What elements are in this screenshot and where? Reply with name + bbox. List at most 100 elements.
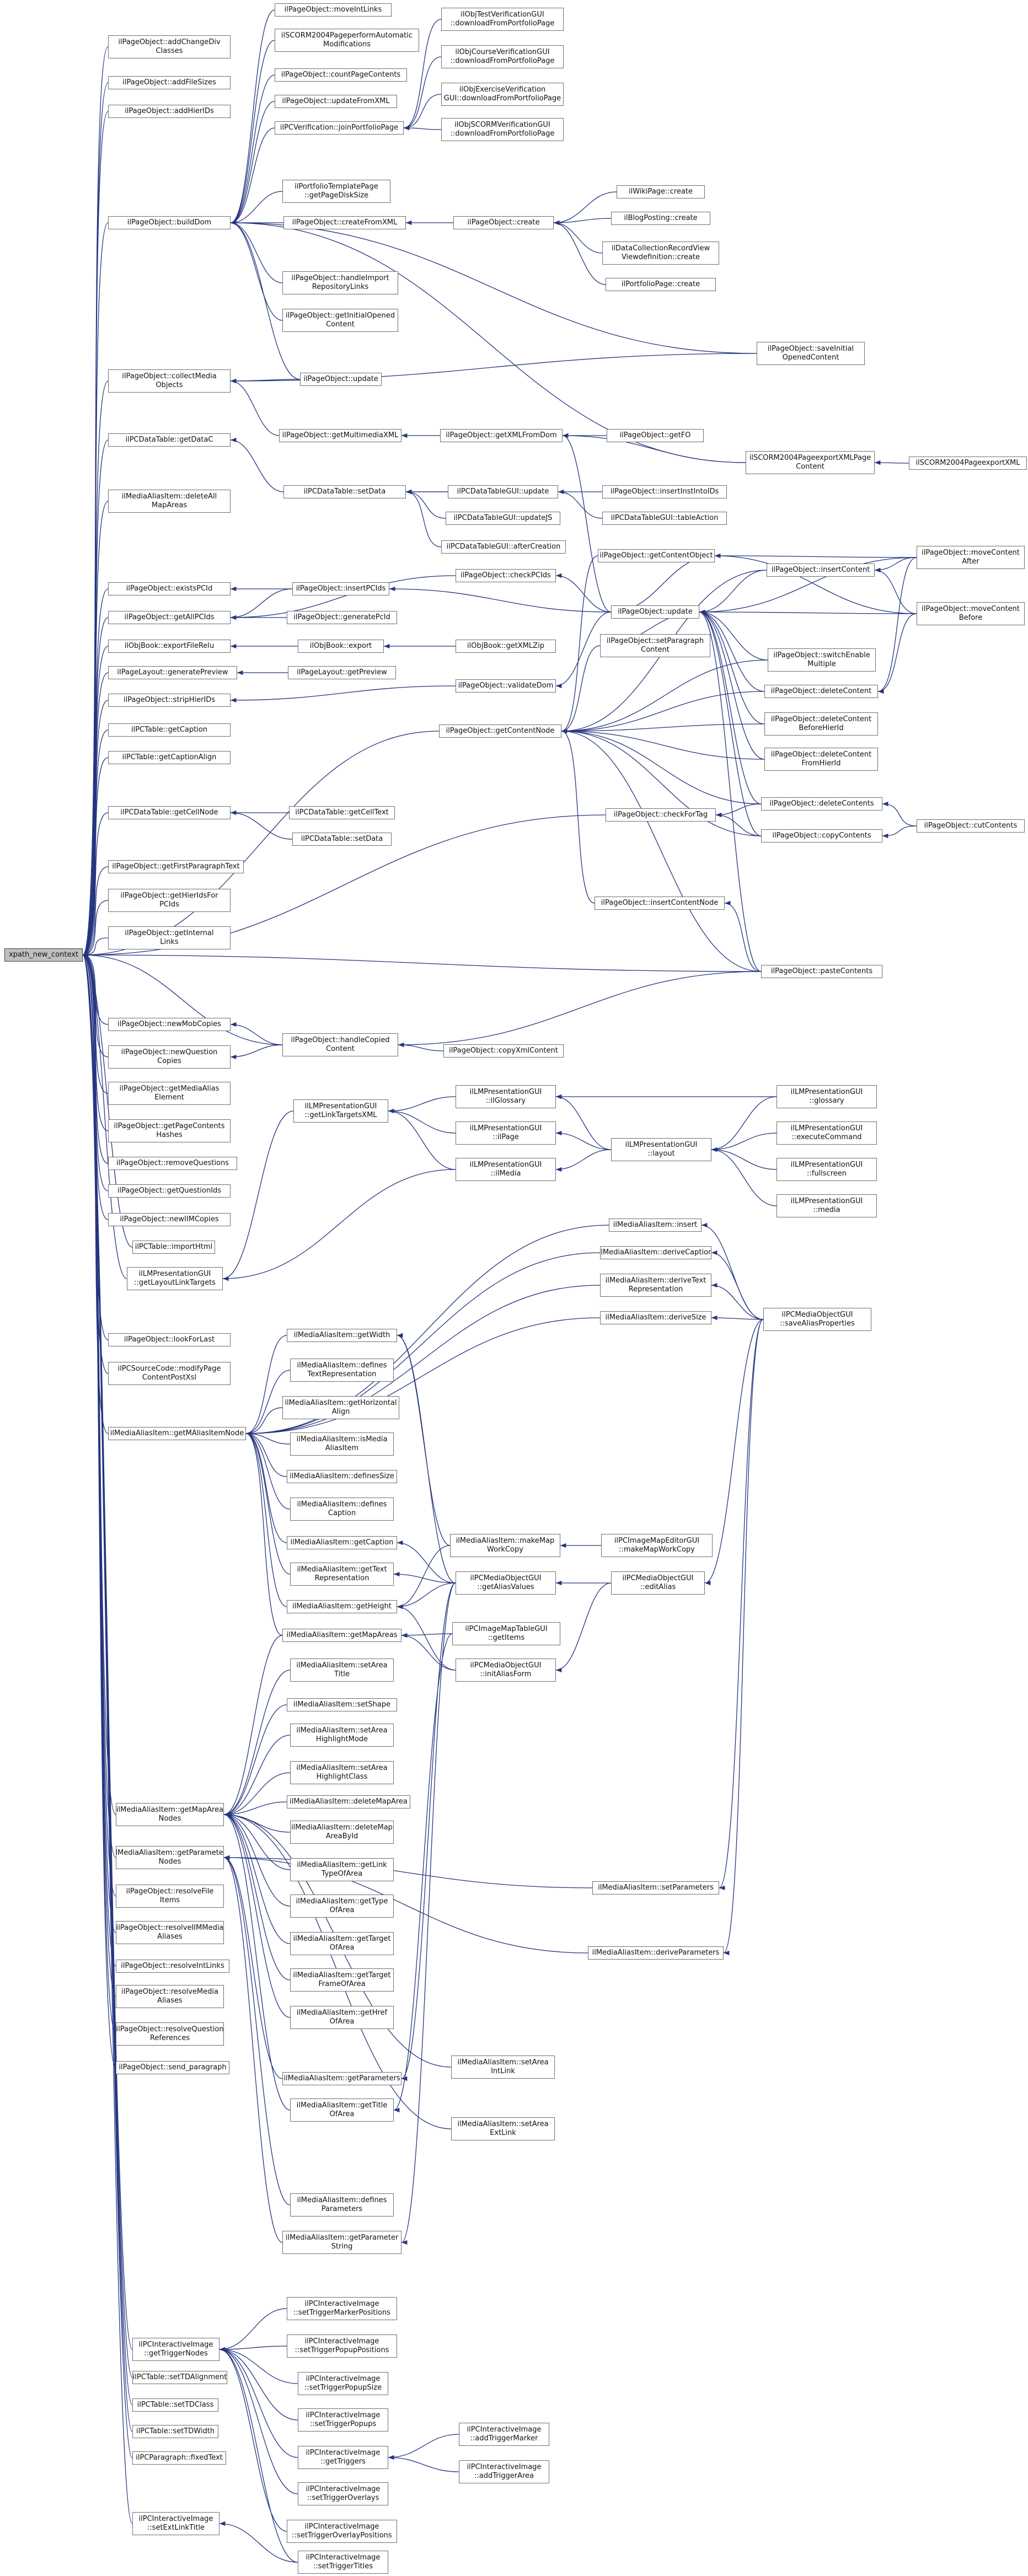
call-edge <box>397 1604 456 1671</box>
call-edge <box>561 723 765 734</box>
call-edge <box>711 1250 764 1320</box>
call-edge <box>219 2347 298 2563</box>
call-edge <box>699 609 762 836</box>
graph-node: ilMediaAliasItem::getText Representation <box>290 1563 394 1586</box>
call-edge <box>704 1319 764 1586</box>
call-edge <box>223 1772 291 1817</box>
graph-node: ilPageLayout::getPreview <box>288 666 396 679</box>
call-edge <box>219 2347 298 2458</box>
graph-node: ilPCInteractiveImage ::setTriggerPopups <box>298 2408 388 2432</box>
call-edge <box>82 812 109 958</box>
call-edge <box>230 191 283 226</box>
call-edge <box>555 611 612 689</box>
call-edge <box>388 1108 456 1134</box>
call-edge <box>558 489 603 519</box>
graph-node: ilPortfolioPage::create <box>606 278 716 291</box>
call-edge <box>699 609 765 760</box>
graph-node: ilPageObject::existsPCId <box>108 582 231 595</box>
graph-node: ilLMPresentationGUI ::getLinkTargetsXML <box>293 1099 388 1123</box>
graph-node: ilPageObject::insertPCIds <box>292 582 389 595</box>
graph-node: ilPageObject::resolveFile Items <box>116 1885 224 1908</box>
graph-node: ilObjBook::getXMLZip <box>456 640 556 653</box>
graph-node: ilPageObject::switchEnable Multiple <box>768 648 876 672</box>
call-edge <box>230 588 293 620</box>
graph-node: ilMediaAliasItem::getMapArea Nodes <box>116 1803 224 1826</box>
call-edge <box>398 1042 444 1051</box>
graph-node: ilObjTestVerificationGUI ::downloadFromP… <box>441 8 564 31</box>
graph-node: ilMediaAliasItem::getHeight <box>287 1600 397 1613</box>
graph-node: ilPCInteractiveImage ::addTriggerArea <box>459 2460 549 2483</box>
graph-node: ilPCDataTable::getCellText <box>289 806 395 819</box>
call-edge <box>882 801 917 827</box>
call-edge <box>393 1633 453 2112</box>
call-edge <box>874 567 917 614</box>
call-edge <box>561 728 762 836</box>
call-edge <box>223 1735 291 1817</box>
graph-node: ilPCImageMapTableGUI ::getItems <box>452 1622 560 1645</box>
graph-node: ilPCInteractiveImage ::setTriggerOverlay… <box>287 2520 397 2543</box>
graph-node: ilMediaAliasItem::isMedia AliasItem <box>290 1432 394 1456</box>
call-edge <box>230 685 456 703</box>
call-edge <box>223 1812 291 2018</box>
call-edge <box>555 1582 612 1673</box>
graph-node: ilLMPresentationGUI ::fullscreen <box>777 1158 877 1181</box>
call-edge <box>245 1431 287 1477</box>
call-edge <box>82 757 109 958</box>
graph-node: ilPageObject::countPageContents <box>275 68 407 82</box>
call-edge <box>699 609 762 804</box>
call-edge <box>398 971 762 1048</box>
graph-node: ilPageObject::resolveIntLinks <box>116 1960 229 1973</box>
call-edge <box>245 1431 291 1445</box>
call-edge <box>245 1225 609 1436</box>
graph-node: ilMediaAliasItem::defines TextRepresenta… <box>290 1359 394 1382</box>
call-edge <box>561 645 601 734</box>
graph-node: ilMediaAliasItem::setShape <box>287 1698 397 1711</box>
graph-node: ilPCTable::importHtml <box>132 1241 215 1254</box>
graph-node: ilPageObject::copyContents <box>761 829 882 842</box>
graph-node: ilMediaAliasItem::getCaption <box>287 1536 397 1549</box>
graph-node: ilPageLayout::generatePreview <box>108 666 237 679</box>
call-edge <box>715 812 762 836</box>
graph-node: ilPCTable::getCaption <box>108 723 231 737</box>
call-edge <box>401 1633 456 1671</box>
graph-node: ilMediaAliasItem::getParameter String <box>282 2231 401 2254</box>
graph-node: ilPCMediaObjectGUI ::editAlias <box>611 1571 705 1595</box>
graph-node: ilSCORM2004PageexportXMLPage Content <box>746 451 875 474</box>
graph-node: ilDataCollectionRecordView Viewdefinitio… <box>602 242 719 265</box>
call-edge <box>711 1315 764 1321</box>
call-edge <box>711 1147 777 1206</box>
call-edge <box>562 433 746 463</box>
graph-node: ilPageObject::saveInitial OpenedContent <box>757 342 865 365</box>
call-edge <box>401 1633 453 1638</box>
call-edge <box>388 2455 459 2472</box>
call-edge <box>719 1319 764 1890</box>
call-edge <box>82 900 109 958</box>
root-node: xpath_new_context <box>4 948 83 962</box>
graph-node: ilMediaAliasItem::defines Parameters <box>290 2193 394 2217</box>
graph-node: ilMediaAliasItem::definesSize <box>287 1470 397 1483</box>
call-edge <box>877 613 917 694</box>
graph-node: ilPageObject::getContentObject <box>598 549 715 562</box>
graph-node: ilPCTable::setTDWidth <box>132 2425 218 2438</box>
graph-node: ilPCInteractiveImage ::setTriggerTitles <box>298 2551 388 2574</box>
call-edge <box>555 1149 612 1172</box>
call-edge <box>223 1635 283 1817</box>
graph-node: ilPCInteractiveImage ::setTriggerPopupPo… <box>287 2334 397 2358</box>
call-edge <box>397 1540 456 1584</box>
graph-node: ilPageObject::newMobCopies <box>108 1018 231 1031</box>
graph-node: ilPCMediaObjectGUI ::getAliasValues <box>456 1571 556 1595</box>
call-edge <box>223 1855 588 1954</box>
graph-node: ilPageObject::createFromXML <box>283 216 406 229</box>
call-edge <box>699 609 768 661</box>
call-edge <box>223 1704 287 1817</box>
call-edge <box>223 1855 291 2205</box>
graph-node: ilPCInteractiveImage ::setTriggerPopupSi… <box>298 2372 388 2395</box>
graph-node: ilLMPresentationGUI ::glossary <box>777 1085 877 1108</box>
graph-node: ilPageObject::getFO <box>607 429 704 442</box>
graph-node: ilPageObject::generatePcId <box>287 611 397 624</box>
call-edge <box>553 191 617 226</box>
graph-node: ilPageObject::insertInstIntoIDs <box>602 485 727 498</box>
call-edge <box>82 501 109 957</box>
graph-node: ilMediaAliasItem::setArea Title <box>290 1659 394 1682</box>
graph-node: ilMediaAliasItem::getType OfArea <box>290 1895 394 1918</box>
